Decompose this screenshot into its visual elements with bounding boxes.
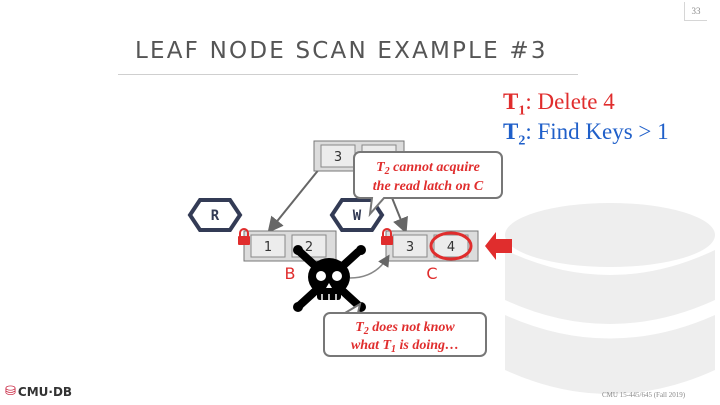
leaf-b-label: B — [285, 264, 296, 283]
legend-t1-text: : Delete 4 — [525, 89, 615, 114]
callout-bottom-line2: what T1 is doing… — [351, 338, 459, 355]
legend-t2-label: T — [503, 119, 519, 144]
callout-does-not-know: T2 does not know what T1 is doing… — [323, 301, 487, 357]
skull-crossbones-icon — [293, 245, 366, 312]
legend-t2-text: : Find Keys > 1 — [525, 119, 669, 144]
page-title: LEAF NODE SCAN EXAMPLE #3 — [135, 38, 548, 64]
lock-icon — [381, 228, 393, 245]
callout-top-line1: T2 cannot acquire — [376, 160, 480, 177]
write-latch-label: W — [353, 208, 362, 224]
root-to-b-pointer — [267, 167, 321, 234]
legend-t2-sub: 2 — [518, 133, 526, 149]
key-4-highlight — [429, 231, 473, 261]
leaf-b-key-2: 2 — [305, 240, 313, 255]
leaf-b-key-1: 1 — [264, 240, 272, 255]
legend-t1: T1: Delete 4 — [503, 89, 615, 120]
legend-t1-sub: 1 — [518, 103, 526, 119]
course-label: CMU 15-445/645 (Fall 2019) — [602, 391, 686, 399]
leaf-c-label: C — [426, 264, 437, 283]
legend-t1-label: T — [503, 89, 519, 114]
title-divider — [118, 74, 578, 75]
lock-icon — [238, 228, 250, 245]
right-arrow-icon — [485, 232, 512, 260]
leaf-c-key-1: 3 — [406, 240, 414, 255]
page-number: 33 — [684, 2, 707, 21]
root-key: 3 — [334, 150, 342, 165]
legend-t2: T2: Find Keys > 1 — [503, 119, 669, 150]
logo-text: CMU·DB — [17, 384, 73, 399]
leaf-node-c: 3 4 — [385, 230, 479, 262]
leaf-c-key-2: 4 — [447, 240, 455, 255]
leaf-node-b: 1 2 — [243, 230, 337, 262]
callout-bottom-line1: T2 does not know — [355, 320, 455, 337]
callout-top-line2: the read latch on C — [373, 179, 484, 194]
cmu-db-logo: ⛁ CMU·DB — [5, 384, 72, 399]
read-latch-label: R — [211, 208, 220, 224]
sibling-pointer — [349, 254, 390, 279]
database-logo-icon: ⛁ — [5, 384, 16, 399]
read-latch-badge: R — [187, 198, 243, 232]
callout-cannot-acquire: T2 cannot acquire the read latch on C — [353, 151, 503, 218]
